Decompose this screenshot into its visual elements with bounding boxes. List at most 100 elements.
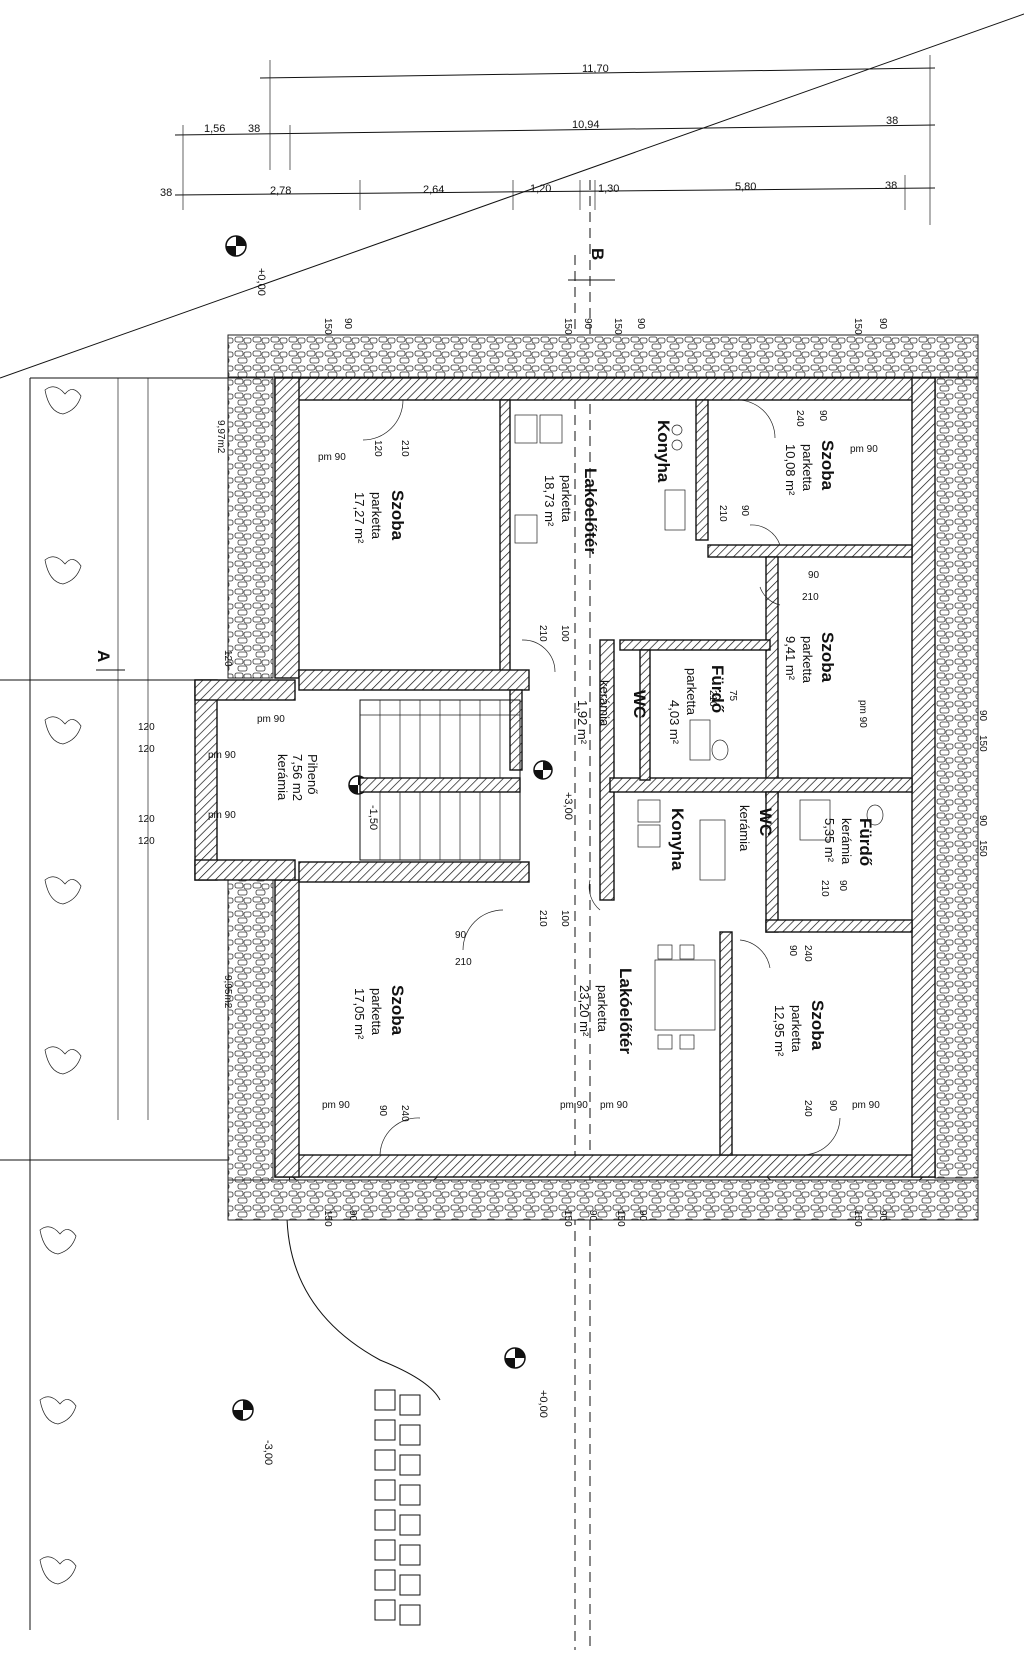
dim-2-64: 2,64 — [423, 184, 444, 196]
room-name: Lakóelőtér — [581, 468, 600, 554]
dim-bw-3: 90 — [587, 1210, 598, 1222]
dim-m-17: 240 — [794, 410, 805, 427]
room-konyha-top: Konyha — [654, 420, 673, 483]
dim-tw-0: 150 — [322, 318, 333, 335]
level-bottom: +0,00 — [537, 1390, 549, 1418]
room-floor: kerámia — [839, 818, 854, 865]
room-name: Szoba — [388, 490, 407, 541]
dim-bw-0: 150 — [322, 1210, 333, 1227]
stone-paving-right — [934, 377, 979, 1179]
dim-38-d: 38 — [885, 180, 897, 192]
room-floor: kerámia — [737, 805, 752, 852]
dim-38-a: 38 — [248, 123, 260, 135]
room-name: Fürdő — [708, 665, 727, 713]
dim-m-14: 90 — [377, 1105, 388, 1117]
dim-bw-6: 150 — [852, 1210, 863, 1227]
room-konyha-bottom: Konyha — [668, 808, 687, 871]
room-area: 7,56 m2 — [290, 754, 305, 801]
room-floor: parketta — [789, 1005, 804, 1053]
dim-tw-4: 150 — [612, 318, 623, 335]
room-area: 17,27 m² — [352, 492, 367, 544]
dim-1-20: 1,20 — [530, 183, 551, 195]
dim-label-row1: 11,70 — [582, 63, 609, 75]
room-floor: kerámia — [275, 754, 290, 801]
door-swings — [362, 399, 841, 1156]
dim-labels-misc: 120 120 90 210 100 210 75 210 210 90 210… — [222, 410, 848, 1122]
stone-paving-left-upper — [227, 377, 274, 679]
room-floor: parketta — [800, 636, 815, 684]
dim-10-94: 10,94 — [572, 119, 600, 131]
room-area: 12,95 m² — [772, 1005, 787, 1057]
room-name: Konyha — [668, 808, 687, 871]
dim-tw-2: 150 — [562, 318, 573, 335]
room-szoba-top-left: Szoba parketta 17,27 m² pm 90 — [318, 452, 407, 544]
room-area: 23,20 m² — [577, 985, 592, 1037]
dim-left-120a: 120 — [138, 722, 155, 733]
room-name: WC — [756, 808, 775, 836]
room-area: 17,05 m² — [352, 988, 367, 1040]
dim-m-12: 210 — [399, 440, 410, 457]
staircase — [359, 699, 521, 861]
section-a-marker: A — [0, 650, 230, 1161]
dim-bw-2: 150 — [562, 1210, 573, 1227]
dim-1-56: 1,56 — [204, 123, 225, 135]
stone-paving-bottom — [227, 1179, 979, 1221]
room-name: WC — [630, 690, 649, 718]
dim-m-22: 100 — [559, 910, 570, 927]
dim-m-13: 240 — [399, 1105, 410, 1122]
room-piheno: Pihenő 7,56 m2 kerámia pm 90 pm 90 pm 90 — [208, 714, 320, 821]
section-a-label: A — [94, 650, 113, 662]
level-stair-up: +3,00 — [562, 792, 574, 820]
room-pm: pm 90 — [318, 452, 346, 463]
dim-left-120b: 120 — [138, 744, 155, 755]
room-name: Konyha — [654, 420, 673, 483]
dim-m-8: 210 — [802, 592, 819, 603]
terrace-top-area: 9,97m2 — [215, 420, 226, 454]
dim-m-9: 90 — [808, 570, 820, 581]
level-top-left: +0,00 — [255, 268, 267, 296]
room-floor: parketta — [559, 475, 574, 523]
room-pm: pm 90 — [850, 444, 878, 455]
dim-m-5: 210 — [537, 625, 548, 642]
room-pm-3: pm 90 — [208, 810, 236, 821]
room-pm-2: pm 90 — [600, 1100, 628, 1111]
dimension-lines — [174, 55, 936, 225]
dim-labels-right: 90 150 90 150 — [977, 710, 988, 857]
dim-m-1: 120 — [222, 650, 233, 667]
dim-m-7: 210 — [707, 690, 718, 707]
level-stair-down: -1,50 — [367, 805, 379, 830]
dim-m-24: 90 — [837, 880, 848, 892]
room-area: 5,35 m² — [822, 818, 837, 863]
dim-labels-bottom-windows: 150 90 150 90 150 90 150 90 — [322, 1210, 888, 1227]
room-name: Lakóelőtér — [616, 968, 635, 1054]
dim-38-c: 38 — [160, 187, 172, 199]
dim-m-10: 210 — [717, 505, 728, 522]
room-szoba-right: Szoba parketta 9,41 m² pm 90 — [783, 632, 868, 728]
dim-labels-left: 120 120 120 120 — [138, 722, 155, 847]
dim-tw-1: 90 — [342, 318, 353, 330]
room-area: 9,41 m² — [783, 636, 798, 681]
interior-walls — [298, 399, 913, 1156]
dim-bw-1: 90 — [347, 1210, 358, 1222]
dim-m-23: 210 — [819, 880, 830, 897]
furniture — [514, 414, 884, 1050]
dim-m-11: 90 — [739, 505, 750, 517]
dim-38-b: 38 — [886, 115, 898, 127]
dim-m-4: 100 — [559, 625, 570, 642]
room-szoba-bottom-right: Szoba parketta 12,95 m² pm 90 — [772, 1000, 880, 1111]
room-floor: parketta — [595, 985, 610, 1033]
room-pm: pm 90 — [322, 1100, 350, 1111]
bathtub — [689, 719, 711, 761]
room-furdo-bottom: Fürdő kerámia 5,35 m² — [822, 818, 875, 866]
room-area: 1,92 m² — [575, 700, 590, 745]
room-area: 18,73 m² — [542, 475, 557, 527]
room-pm-2: pm 90 — [208, 750, 236, 761]
level-bottom-left: -3,00 — [262, 1440, 274, 1465]
room-pm-1: pm 90 — [257, 714, 285, 725]
room-floor: parketta — [369, 492, 384, 540]
dim-right-90a: 90 — [977, 710, 988, 722]
room-szoba-bottom-left: Szoba parketta 17,05 m² pm 90 — [322, 985, 407, 1111]
room-name: Szoba — [808, 1000, 827, 1051]
dim-m-6: 75 — [727, 690, 738, 702]
